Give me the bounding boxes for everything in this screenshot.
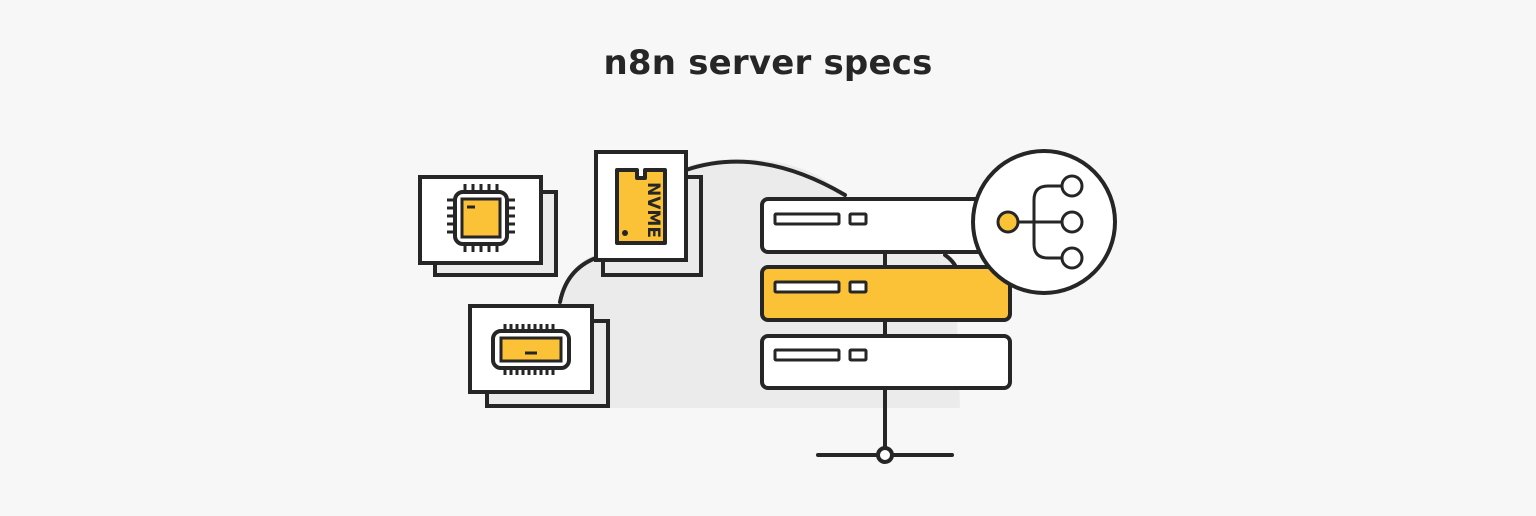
workflow-node-icon xyxy=(971,149,1117,295)
server-unit-middle xyxy=(760,265,1012,322)
cpu-chip-icon xyxy=(447,184,515,252)
network-connector-icon xyxy=(816,252,954,464)
cpu-card xyxy=(418,175,558,277)
ram-module-icon xyxy=(491,324,571,375)
ram-card xyxy=(468,304,610,408)
server-unit-top xyxy=(760,197,1012,254)
nvme-drive-icon: NVME xyxy=(615,168,667,245)
page-title: n8n server specs xyxy=(603,43,933,83)
nvme-label: NVME xyxy=(643,182,663,238)
server-unit-bottom xyxy=(760,334,1012,390)
server-rack-icon xyxy=(760,197,1012,390)
nvme-card: NVME xyxy=(594,150,703,277)
